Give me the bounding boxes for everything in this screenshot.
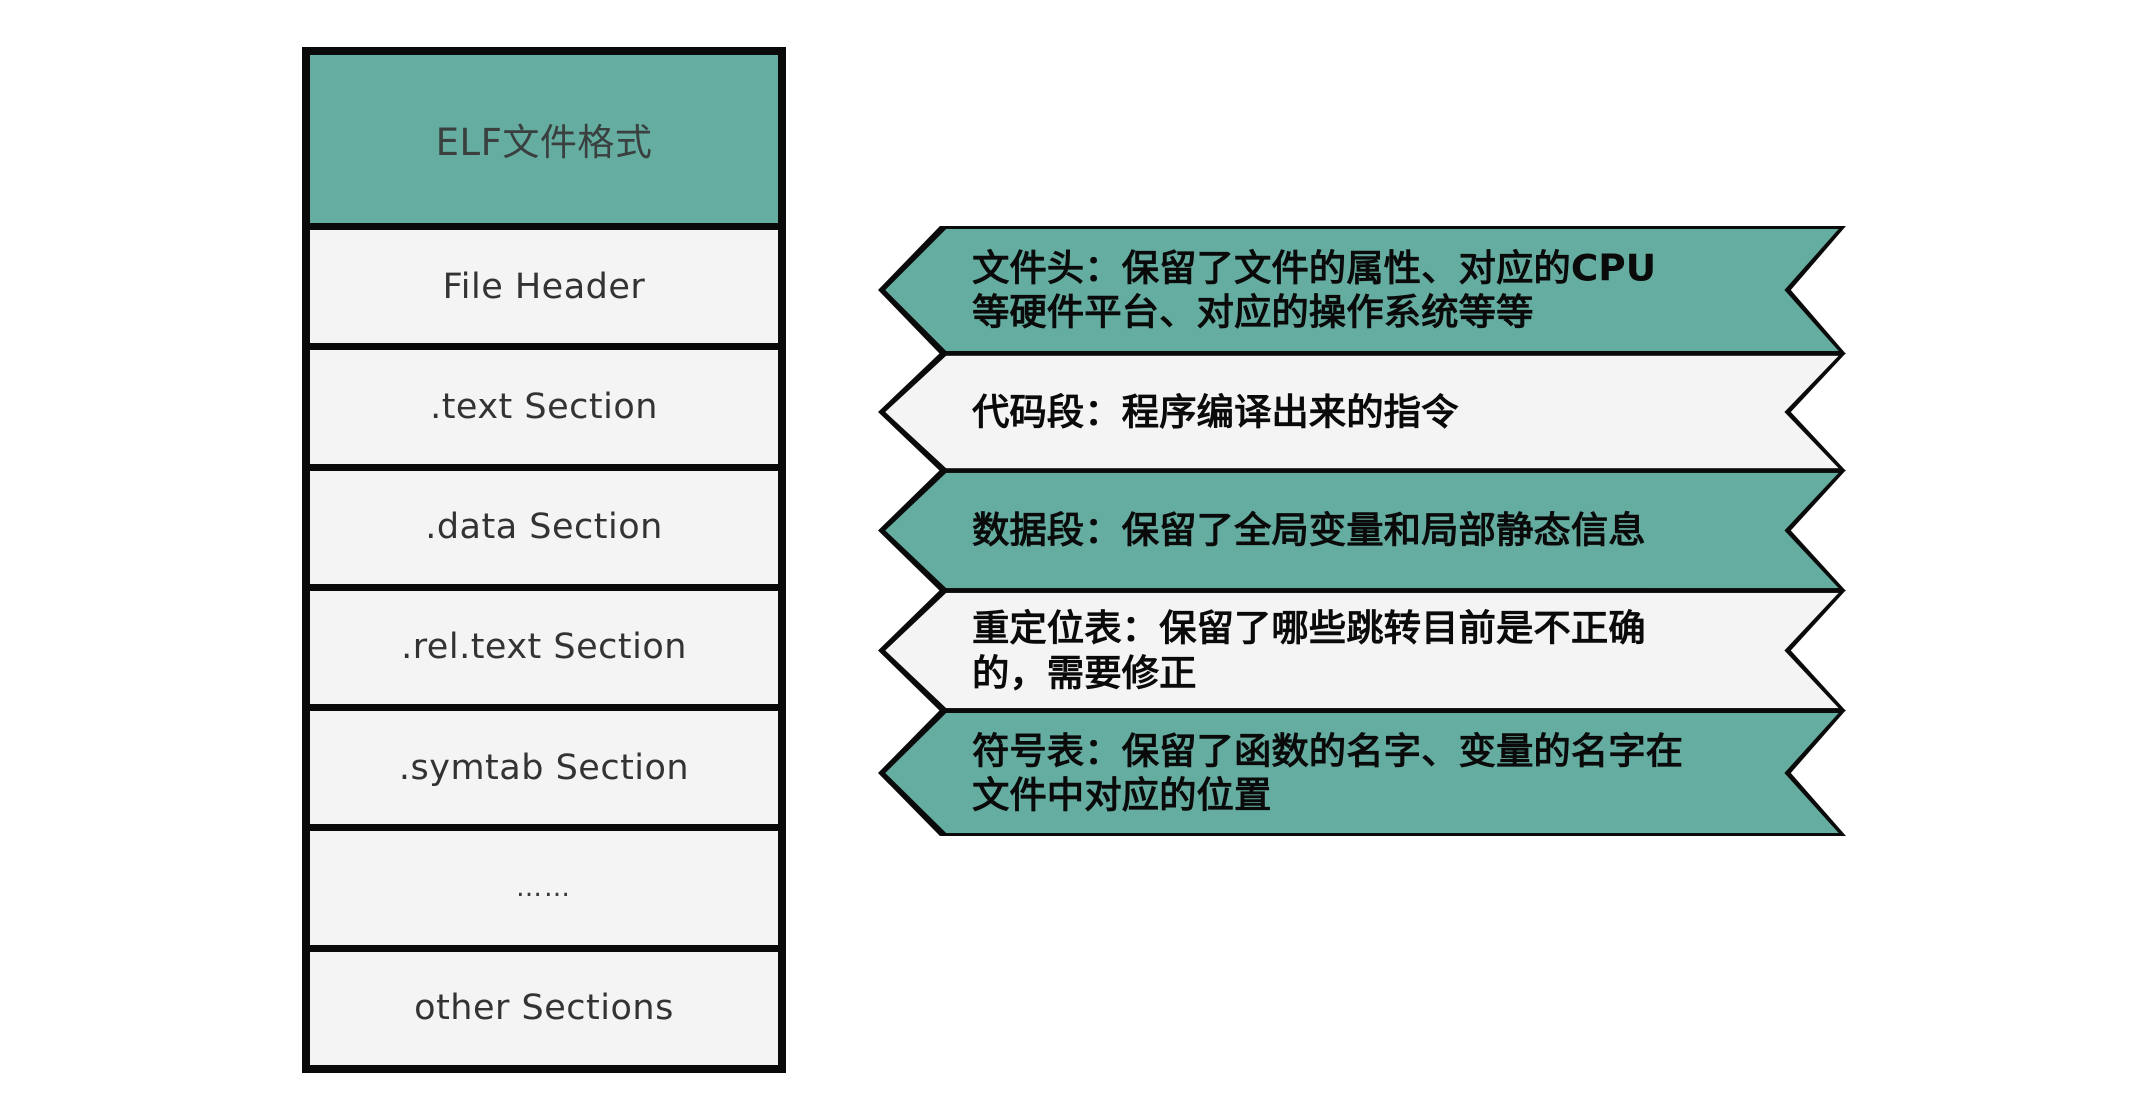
elf-table-row-text-section: .text Section: [310, 350, 778, 471]
elf-table-row-label: ……: [516, 873, 572, 904]
banner-body: 文件头：保留了文件的属性、对应的CPU等硬件平台、对应的操作系统等等: [885, 228, 1839, 352]
banner-body: 符号表：保留了函数的名字、变量的名字在文件中对应的位置: [885, 712, 1839, 834]
banner-label: 文件头：保留了文件的属性、对应的CPU等硬件平台、对应的操作系统等等: [971, 246, 1657, 333]
elf-table-title-label: ELF文件格式: [435, 121, 653, 164]
elf-table-row-data-section: .data Section: [310, 470, 778, 591]
elf-table-row-other-sections: other Sections: [310, 951, 778, 1065]
banner-body: 代码段：程序编译出来的指令: [885, 355, 1839, 469]
banner-file-header: 文件头：保留了文件的属性、对应的CPU等硬件平台、对应的操作系统等等: [878, 226, 1846, 354]
banner-label: 数据段：保留了全局变量和局部静态信息: [971, 509, 1646, 552]
elf-table-row-label: File Header: [442, 266, 646, 307]
elf-table-row-label: .data Section: [425, 507, 663, 548]
banner-label: 代码段：程序编译出来的指令: [971, 390, 1459, 433]
banner-label: 重定位表：保留了哪些跳转目前是不正确的，需要修正: [971, 607, 1646, 694]
elf-table-row-ellipsis: ……: [310, 831, 778, 952]
elf-table-row-label: .symtab Section: [398, 747, 690, 788]
banner-body: 数据段：保留了全局变量和局部静态信息: [885, 472, 1839, 589]
elf-table-row-label: .rel.text Section: [401, 627, 687, 668]
banner-symtab-section: 符号表：保留了函数的名字、变量的名字在文件中对应的位置: [878, 710, 1846, 836]
banner-data-section: 数据段：保留了全局变量和局部静态信息: [878, 470, 1846, 591]
elf-table-row-file-header: File Header: [310, 230, 778, 351]
elf-structure-table: ELF文件格式 File Header .text Section .data …: [302, 47, 786, 1073]
banner-label: 符号表：保留了函数的名字、变量的名字在文件中对应的位置: [971, 729, 1684, 816]
banner-rel-text-section: 重定位表：保留了哪些跳转目前是不正确的，需要修正: [878, 590, 1846, 711]
elf-table-row-label: other Sections: [414, 988, 674, 1029]
banner-text-section: 代码段：程序编译出来的指令: [878, 353, 1846, 471]
elf-table-title-cell: ELF文件格式: [310, 55, 778, 230]
elf-table-row-label: .text Section: [430, 386, 658, 427]
elf-table-row-rel-text-section: .rel.text Section: [310, 590, 778, 712]
banner-body: 重定位表：保留了哪些跳转目前是不正确的，需要修正: [885, 592, 1839, 709]
elf-table-row-symtab-section: .symtab Section: [310, 711, 778, 832]
